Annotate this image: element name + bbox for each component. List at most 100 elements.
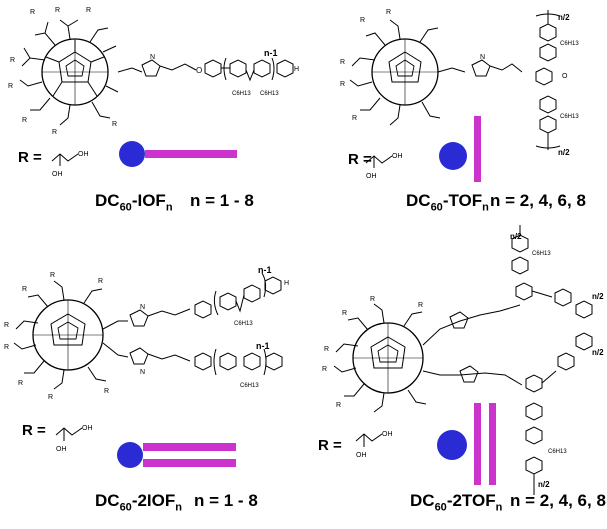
triazole-linker xyxy=(117,59,197,77)
hydroxyl-label: OH xyxy=(52,171,63,178)
fullerene-core xyxy=(352,322,424,394)
fullerene-core xyxy=(32,299,104,371)
oligofluorene-rod-icon xyxy=(474,116,481,182)
repeat-unit-label: n-1 xyxy=(256,341,270,351)
upper-branch xyxy=(102,272,282,330)
r-atom-label: R xyxy=(52,129,57,136)
alkyl-label: C6H13 xyxy=(234,321,253,327)
r-atom-label: R xyxy=(4,322,9,329)
r-substituent xyxy=(51,153,79,166)
r-atom-label: R xyxy=(386,9,391,16)
h-atom-label: H xyxy=(294,66,299,73)
r-substituent xyxy=(365,155,393,168)
oligofluorene-rod-icon xyxy=(474,403,481,485)
panel-dc60-2iofn: R R R R R R R R N n-1 H C6H13 xyxy=(0,225,300,524)
fullerene-core xyxy=(371,38,439,106)
dc60-iofn-structure: R R R R R R R R N O n-1 H C6H13 xyxy=(8,7,299,178)
repeat-unit-label: n/2 xyxy=(592,292,604,301)
fullerene-sphere-icon xyxy=(437,430,467,460)
triazole-linkers xyxy=(422,304,523,386)
methoxy-label: O xyxy=(562,73,568,80)
alkyl-label: C6H13 xyxy=(560,114,579,120)
r-atom-label: R xyxy=(55,7,60,14)
r-atom-label: R xyxy=(98,278,103,285)
r-definition-label: R = xyxy=(318,437,342,454)
r-atom-label: R xyxy=(418,302,423,309)
repeat-unit-label: n/2 xyxy=(558,148,570,157)
r-atom-label: R xyxy=(22,286,27,293)
h-atom-label: H xyxy=(284,280,289,287)
alkyl-label: C6H13 xyxy=(260,91,279,97)
repeat-unit-label: n/2 xyxy=(538,480,550,489)
hydroxyl-label: OH xyxy=(366,173,377,180)
oligofluorene-chain xyxy=(535,10,561,150)
n-atom-label: N xyxy=(140,304,145,311)
repeat-unit-label: n/2 xyxy=(510,232,522,241)
r-atom-label: R xyxy=(324,346,329,353)
repeat-unit-label: n/2 xyxy=(592,348,604,357)
fullerene-sphere-icon xyxy=(439,142,467,170)
dc60-2tofn-structure: R R R R R R xyxy=(322,225,604,495)
fullerene-core xyxy=(41,38,109,106)
r-atom-label: R xyxy=(22,117,27,124)
oligofluorene-chain xyxy=(204,57,294,82)
hydroxyl-label: OH xyxy=(78,151,89,158)
r-atom-label: R xyxy=(342,310,347,317)
n-atom-label: N xyxy=(150,54,155,61)
oligofluorene-rod-icon xyxy=(145,150,237,158)
fullerene-sphere-icon xyxy=(117,442,143,468)
hydroxyl-label: OH xyxy=(356,452,367,459)
alkyl-label: C6H13 xyxy=(560,41,579,47)
dc60-tofn-structure: R R R R R N n/2 n/2 O C6H13 C6H13 xyxy=(340,9,579,182)
lower-branch xyxy=(102,342,283,376)
oligofluorene-rod-icon xyxy=(143,459,236,467)
o-atom-label: O xyxy=(196,66,202,75)
r-definition-label: R = xyxy=(18,149,42,166)
n-range-label: n = 2, 4, 6, 8 xyxy=(490,191,586,210)
alkyl-label: C6H13 xyxy=(240,383,259,389)
repeat-unit-label: n-1 xyxy=(264,48,278,58)
r-atom-label: R xyxy=(112,121,117,128)
r-atom-label: R xyxy=(48,394,53,401)
repeat-unit-label: n-1 xyxy=(258,265,272,275)
oligofluorene-rod-icon xyxy=(489,403,496,485)
oligofluorene-rod-icon xyxy=(143,443,236,451)
r-atom-label: R xyxy=(336,402,341,409)
alkyl-label: C6H13 xyxy=(532,251,551,257)
n-atom-label: N xyxy=(480,54,485,61)
n-atom-label: N xyxy=(140,369,145,376)
fullerene-sphere-icon xyxy=(119,141,145,167)
r-definition-label: R = xyxy=(348,151,372,168)
r-atom-label: R xyxy=(340,81,345,88)
hydroxyl-label: OH xyxy=(382,431,393,438)
hydroxyl-label: OH xyxy=(392,153,403,160)
r-substituent xyxy=(55,427,83,441)
alkyl-label: C6H13 xyxy=(232,91,251,97)
r-atom-label: R xyxy=(360,17,365,24)
dc60-2iofn-structure: R R R R R R R R N n-1 H C6H13 xyxy=(4,265,289,468)
r-atom-label: R xyxy=(30,9,35,16)
r-atom-label: R xyxy=(4,344,9,351)
r-substituent xyxy=(355,433,383,447)
r-atom-label: R xyxy=(352,115,357,122)
lower-oligofluorene xyxy=(525,332,593,495)
panel-dc60-iofn: R R R R R R R R N O n-1 H C6H13 xyxy=(0,0,300,225)
r-atom-label: R xyxy=(322,366,327,373)
malonate-arms xyxy=(349,19,441,126)
r-atom-label: R xyxy=(18,380,23,387)
compound-name-dc60-tofn: DC60-TOFn xyxy=(406,191,489,214)
repeat-unit-label: n/2 xyxy=(558,13,570,22)
n-range-label: n = 1 - 8 xyxy=(190,191,254,210)
malonate-arms xyxy=(19,19,119,126)
r-definition-label: R = xyxy=(22,422,46,439)
r-atom-label: R xyxy=(50,272,55,279)
hydroxyl-label: OH xyxy=(82,425,93,432)
r-atom-label: R xyxy=(340,59,345,66)
malonate-arms xyxy=(13,280,107,390)
r-atom-label: R xyxy=(104,388,109,395)
triazole-linker xyxy=(437,59,523,77)
panel-dc60-tofn: R R R R R N n/2 n/2 O C6H13 C6H13 xyxy=(300,0,607,225)
malonate-arms xyxy=(333,303,427,413)
compound-name-dc60-2tofn: DC60-2TOFn xyxy=(410,491,503,514)
panel-dc60-2tofn: R R R R R R xyxy=(300,225,607,524)
